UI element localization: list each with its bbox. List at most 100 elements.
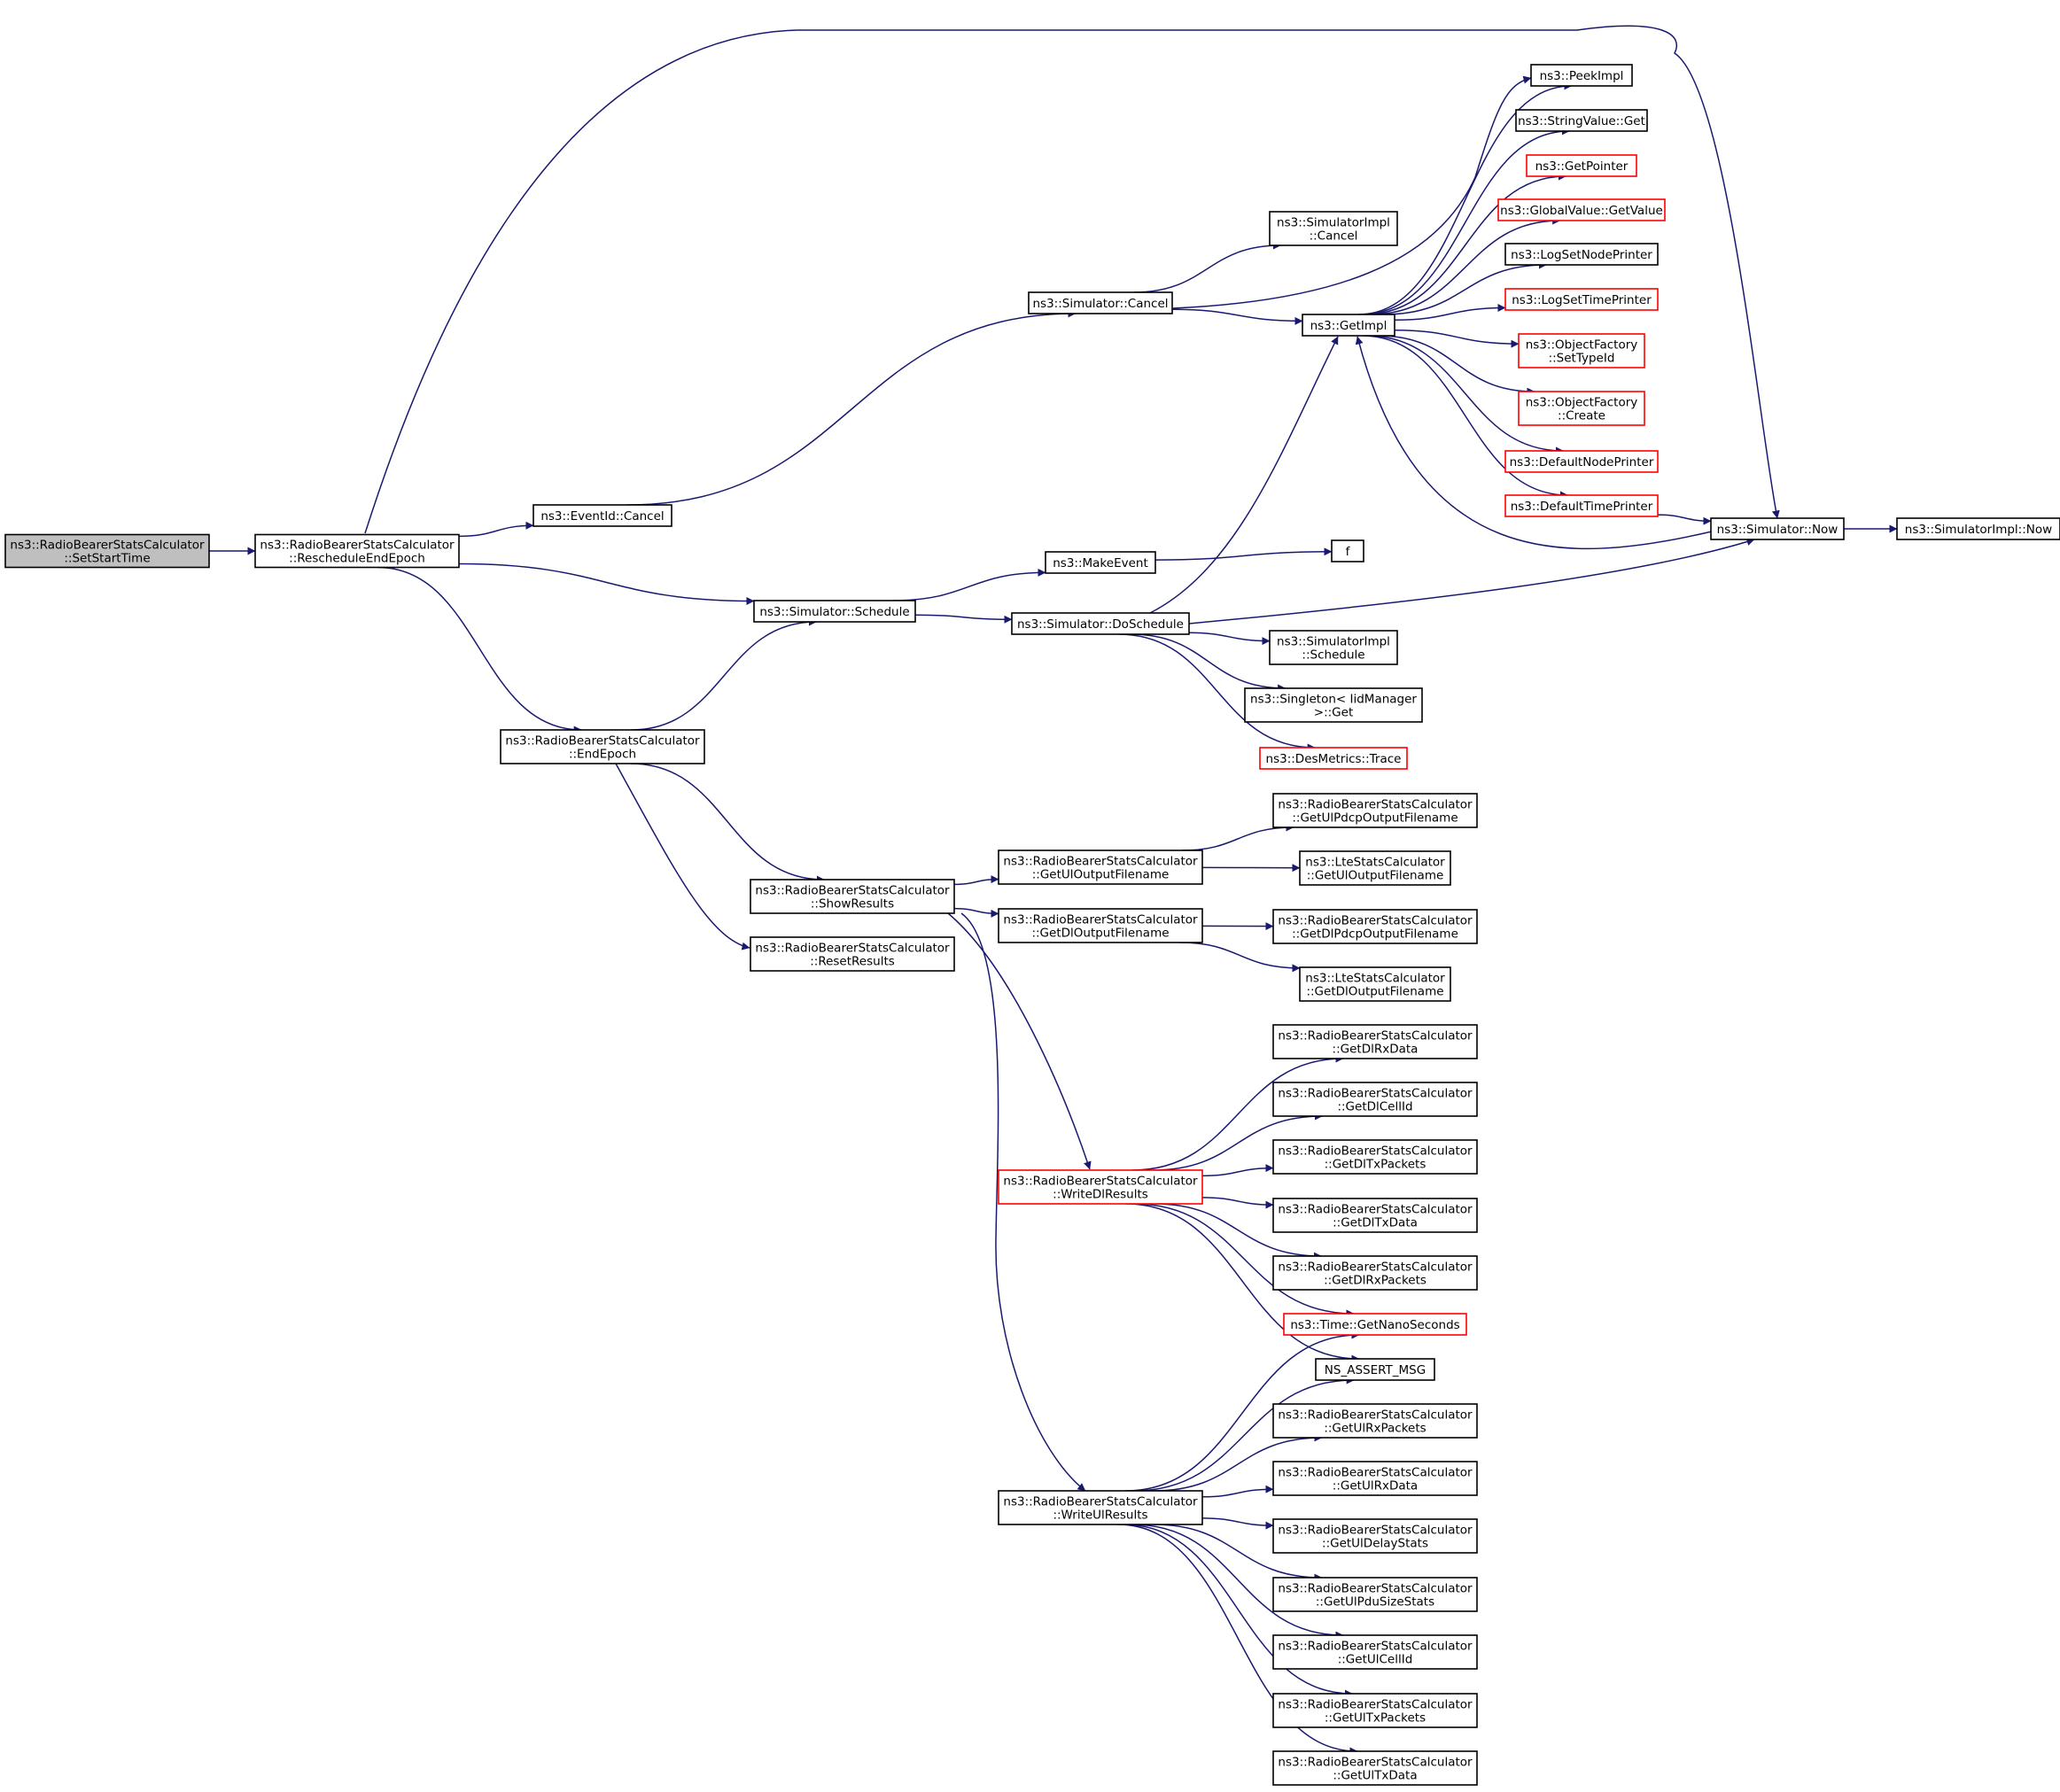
- node-box[interactable]: [1272, 1198, 1478, 1233]
- node-resetresults[interactable]: ns3::RadioBearerStatsCalculator::ResetRe…: [750, 936, 955, 972]
- node-getulpdu[interactable]: ns3::RadioBearerStatsCalculator::GetUlPd…: [1272, 1577, 1478, 1612]
- node-stringget[interactable]: ns3::StringValue::Get: [1515, 109, 1648, 132]
- node-getulrxdata[interactable]: ns3::RadioBearerStatsCalculator::GetUlRx…: [1272, 1461, 1478, 1496]
- node-box[interactable]: [1272, 909, 1478, 944]
- node-setstart[interactable]: ns3::RadioBearerStatsCalculator::SetStar…: [4, 533, 210, 569]
- node-box[interactable]: [1526, 154, 1637, 177]
- node-getdlrxpackets[interactable]: ns3::RadioBearerStatsCalculator::GetDlRx…: [1272, 1255, 1478, 1291]
- node-getulout[interactable]: ns3::RadioBearerStatsCalculator::GetUlOu…: [998, 849, 1203, 885]
- node-box[interactable]: [753, 600, 916, 623]
- node-f[interactable]: f: [1331, 539, 1364, 562]
- node-simschedule[interactable]: ns3::Simulator::Schedule: [753, 600, 916, 623]
- node-getdlcellid[interactable]: ns3::RadioBearerStatsCalculator::GetDlCe…: [1272, 1082, 1478, 1117]
- node-box[interactable]: [1045, 551, 1156, 574]
- node-box[interactable]: [1504, 243, 1659, 266]
- node-getdltxdata[interactable]: ns3::RadioBearerStatsCalculator::GetDlTx…: [1272, 1198, 1478, 1233]
- node-box[interactable]: [1272, 1255, 1478, 1291]
- node-writedl[interactable]: ns3::RadioBearerStatsCalculator::WriteDl…: [998, 1169, 1203, 1205]
- node-box[interactable]: [998, 908, 1203, 943]
- node-getulpdcp[interactable]: ns3::RadioBearerStatsCalculator::GetUlPd…: [1272, 793, 1478, 828]
- node-ltegetdlout[interactable]: ns3::LteStatsCalculator::GetDlOutputFile…: [1299, 966, 1451, 1002]
- node-box[interactable]: [1272, 1403, 1478, 1439]
- node-ofsettype[interactable]: ns3::ObjectFactory::SetTypeId: [1518, 333, 1645, 368]
- node-box[interactable]: [1272, 1082, 1478, 1117]
- node-box[interactable]: [1028, 291, 1173, 314]
- node-getdlpdcp[interactable]: ns3::RadioBearerStatsCalculator::GetDlPd…: [1272, 909, 1478, 944]
- node-box[interactable]: [1244, 687, 1423, 723]
- node-simimplcancel[interactable]: ns3::SimulatorImpl::Cancel: [1269, 211, 1398, 246]
- node-getultxpackets[interactable]: ns3::RadioBearerStatsCalculator::GetUlTx…: [1272, 1693, 1478, 1728]
- node-endepoch[interactable]: ns3::RadioBearerStatsCalculator::EndEpoc…: [500, 729, 705, 764]
- node-box[interactable]: [750, 879, 955, 914]
- node-box[interactable]: [1315, 1358, 1435, 1381]
- node-getuldelay[interactable]: ns3::RadioBearerStatsCalculator::GetUlDe…: [1272, 1518, 1478, 1554]
- node-singleton[interactable]: ns3::Singleton< IidManager >::Get: [1244, 687, 1423, 723]
- node-globalget[interactable]: ns3::GlobalValue::GetValue: [1497, 198, 1666, 221]
- node-lognode[interactable]: ns3::LogSetNodePrinter: [1504, 243, 1659, 266]
- node-box[interactable]: [1269, 630, 1398, 665]
- node-box[interactable]: [500, 729, 705, 764]
- node-box[interactable]: [1331, 539, 1364, 562]
- node-peekimpl[interactable]: ns3::PeekImpl: [1530, 64, 1633, 87]
- node-box[interactable]: [1272, 1518, 1478, 1554]
- node-box[interactable]: [1518, 333, 1645, 368]
- node-getimpl[interactable]: ns3::GetImpl: [1302, 314, 1395, 337]
- node-deftime[interactable]: ns3::DefaultTimePrinter: [1504, 494, 1659, 517]
- node-ltegetulout[interactable]: ns3::LteStatsCalculator::GetUlOutputFile…: [1299, 850, 1451, 886]
- node-box[interactable]: [998, 1169, 1203, 1205]
- node-ofcreate[interactable]: ns3::ObjectFactory::Create: [1518, 391, 1645, 426]
- node-box[interactable]: [1272, 1750, 1478, 1786]
- node-box[interactable]: [1272, 1024, 1478, 1059]
- node-box[interactable]: [1302, 314, 1395, 337]
- node-logtime[interactable]: ns3::LogSetTimePrinter: [1504, 288, 1659, 311]
- node-evcancel[interactable]: ns3::EventId::Cancel: [532, 504, 672, 527]
- node-box[interactable]: [1272, 1577, 1478, 1612]
- node-getnano[interactable]: ns3::Time::GetNanoSeconds: [1283, 1313, 1467, 1336]
- node-getultxdata[interactable]: ns3::RadioBearerStatsCalculator::GetUlTx…: [1272, 1750, 1478, 1786]
- node-box[interactable]: [1515, 109, 1648, 132]
- node-box[interactable]: [1896, 517, 2060, 540]
- node-getulcellid[interactable]: ns3::RadioBearerStatsCalculator::GetUlCe…: [1272, 1634, 1478, 1670]
- node-makeevent[interactable]: ns3::MakeEvent: [1045, 551, 1156, 574]
- node-resched[interactable]: ns3::RadioBearerStatsCalculator::Resched…: [254, 533, 460, 569]
- node-getdltxpackets[interactable]: ns3::RadioBearerStatsCalculator::GetDlTx…: [1272, 1139, 1478, 1175]
- node-box[interactable]: [1272, 1139, 1478, 1175]
- node-box[interactable]: [1011, 612, 1190, 635]
- node-simcancel[interactable]: ns3::Simulator::Cancel: [1028, 291, 1173, 314]
- node-box[interactable]: [1269, 211, 1398, 246]
- node-writeul[interactable]: ns3::RadioBearerStatsCalculator::WriteUl…: [998, 1490, 1203, 1525]
- node-box[interactable]: [532, 504, 672, 527]
- node-simimplsched[interactable]: ns3::SimulatorImpl::Schedule: [1269, 630, 1398, 665]
- node-box[interactable]: [254, 533, 460, 569]
- node-box[interactable]: [1299, 966, 1451, 1002]
- node-box[interactable]: [1518, 391, 1645, 426]
- node-box[interactable]: [1272, 1693, 1478, 1728]
- node-box[interactable]: [1272, 793, 1478, 828]
- node-box[interactable]: [1272, 1461, 1478, 1496]
- node-getdlrxdata[interactable]: ns3::RadioBearerStatsCalculator::GetDlRx…: [1272, 1024, 1478, 1059]
- node-getpointer[interactable]: ns3::GetPointer: [1526, 154, 1637, 177]
- node-getdlout[interactable]: ns3::RadioBearerStatsCalculator::GetDlOu…: [998, 908, 1203, 943]
- node-box[interactable]: [1504, 494, 1659, 517]
- node-box[interactable]: [998, 849, 1203, 885]
- node-box[interactable]: [1530, 64, 1633, 87]
- node-showresults[interactable]: ns3::RadioBearerStatsCalculator::ShowRes…: [750, 879, 955, 914]
- node-simnow[interactable]: ns3::Simulator::Now: [1710, 517, 1845, 540]
- node-defnode[interactable]: ns3::DefaultNodePrinter: [1504, 450, 1659, 473]
- node-box[interactable]: [1504, 450, 1659, 473]
- node-box[interactable]: [1504, 288, 1659, 311]
- node-desmetrics[interactable]: ns3::DesMetrics::Trace: [1259, 747, 1408, 770]
- node-doschedule[interactable]: ns3::Simulator::DoSchedule: [1011, 612, 1190, 635]
- node-box[interactable]: [1299, 850, 1451, 886]
- node-box[interactable]: [750, 936, 955, 972]
- node-box[interactable]: [1259, 747, 1408, 770]
- node-simimplnow[interactable]: ns3::SimulatorImpl::Now: [1896, 517, 2060, 540]
- node-getulrxpackets[interactable]: ns3::RadioBearerStatsCalculator::GetUlRx…: [1272, 1403, 1478, 1439]
- node-box[interactable]: [4, 533, 210, 569]
- node-box[interactable]: [998, 1490, 1203, 1525]
- node-box[interactable]: [1497, 198, 1666, 221]
- node-box[interactable]: [1710, 517, 1845, 540]
- node-nsassert[interactable]: NS_ASSERT_MSG: [1315, 1358, 1435, 1381]
- node-box[interactable]: [1283, 1313, 1467, 1336]
- node-box[interactable]: [1272, 1634, 1478, 1670]
